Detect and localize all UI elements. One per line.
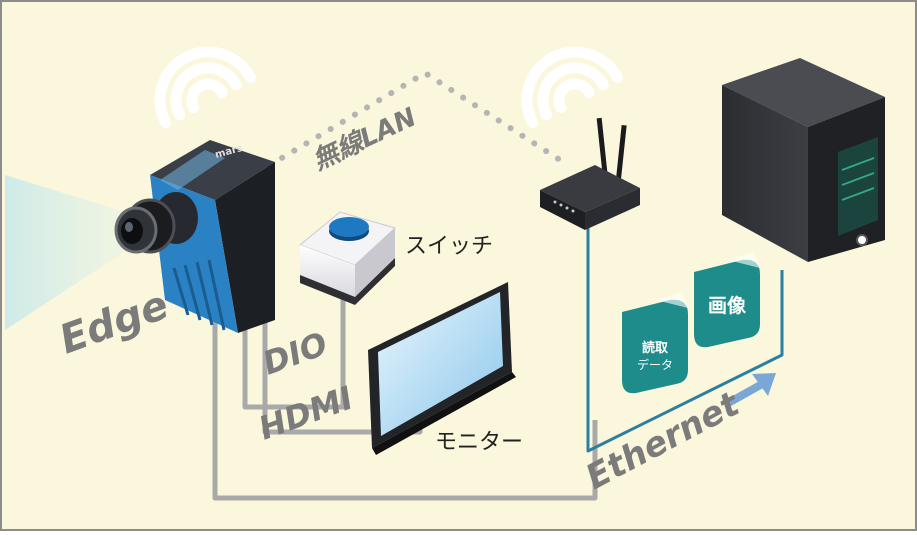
wifi-icon <box>154 46 256 129</box>
read-data-document: 読取 データ <box>622 292 688 394</box>
doc-image-label: 画像 <box>708 294 747 317</box>
wifi-icon <box>521 46 623 129</box>
switch-label: スイッチ <box>405 234 493 259</box>
monitor-label: モニター <box>435 430 523 455</box>
hdmi-cable <box>212 300 598 501</box>
switch-device <box>299 211 396 305</box>
monitor-device <box>368 282 516 455</box>
dio-cable-to-switch <box>242 290 346 410</box>
doc-read-data-line1: 読取 <box>642 340 669 356</box>
wireless-router <box>540 117 640 230</box>
arrow-right-icon <box>726 373 776 406</box>
image-document: 画像 <box>694 252 760 348</box>
edge-camera: mars <box>114 140 275 333</box>
server-tower <box>722 58 885 262</box>
doc-read-data-line2: データ <box>637 357 673 372</box>
ethernet-cable <box>586 228 784 453</box>
camera-beam <box>5 175 135 330</box>
